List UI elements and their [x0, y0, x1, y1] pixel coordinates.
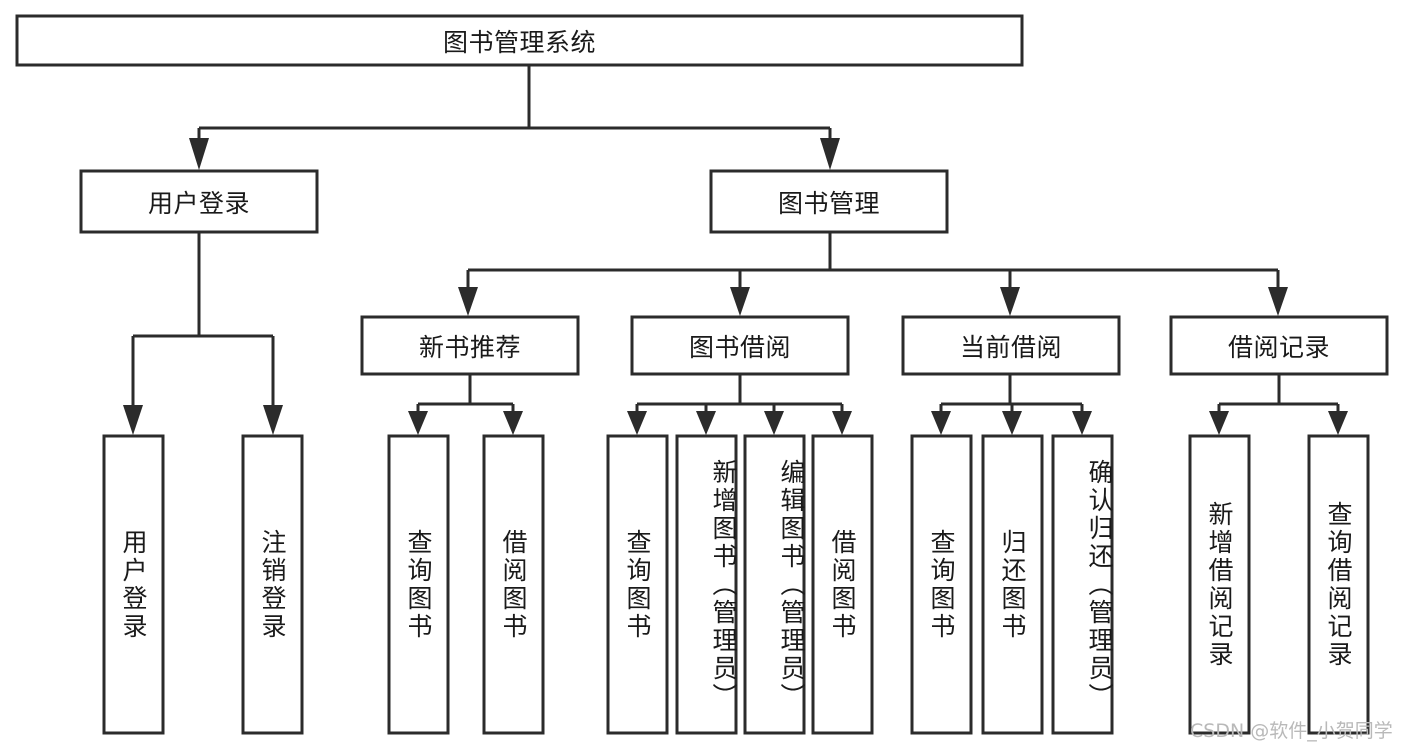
arrow-head-new-book-rec: [458, 287, 478, 316]
connector-borrow-record-to-leaves: [1209, 374, 1348, 435]
arrow-head-leaf-query-book-3: [931, 411, 951, 435]
connector-root-to-level2: [189, 65, 840, 170]
node-box-leaf-query-book-3[interactable]: [910, 434, 973, 735]
node-box-leaf-borrow-book-1[interactable]: [482, 434, 545, 735]
arrow-head-leaf-borrow-book-1: [503, 411, 523, 435]
arrow-head-leaf-user-login: [123, 405, 143, 435]
connector-new-book-rec-to-leaves: [408, 374, 523, 435]
connector-current-borrow-to-leaves: [931, 374, 1092, 435]
node-box-leaf-edit-book[interactable]: [743, 434, 806, 735]
node-box-leaf-query-book-1[interactable]: [387, 434, 450, 735]
node-box-book-manage[interactable]: [709, 169, 949, 234]
arrow-head-leaf-query-book-2: [627, 411, 647, 435]
node-box-leaf-query-book-2[interactable]: [606, 434, 669, 735]
node-box-leaf-user-login[interactable]: [102, 434, 165, 735]
arrow-head-leaf-return-book: [1002, 411, 1022, 435]
arrow-head-user-login: [189, 138, 209, 170]
arrow-head-leaf-query-book-1: [408, 411, 428, 435]
node-box-current-borrow[interactable]: [901, 315, 1121, 376]
csdn-watermark: CSDN @软件_小贺同学: [1190, 720, 1393, 742]
arrow-head-leaf-borrow-book-2: [832, 411, 852, 435]
connector-user-login-to-leaves: [123, 232, 283, 435]
connector-book-manage-to-level3: [458, 232, 1288, 316]
node-box-leaf-query-record[interactable]: [1307, 434, 1370, 735]
node-box-user-login[interactable]: [79, 169, 319, 234]
arrow-head-book-manage: [820, 138, 840, 170]
node-box-root[interactable]: [15, 14, 1024, 67]
connector-book-borrow-to-leaves: [627, 374, 852, 435]
node-box-leaf-return-book[interactable]: [981, 434, 1044, 735]
node-box-leaf-confirm-return[interactable]: [1051, 434, 1114, 735]
arrow-head-leaf-edit-book: [764, 411, 784, 435]
node-box-book-borrow[interactable]: [630, 315, 850, 376]
arrow-head-book-borrow: [730, 287, 750, 316]
node-box-leaf-add-record[interactable]: [1188, 434, 1251, 735]
arrow-head-leaf-add-record: [1209, 411, 1229, 435]
node-box-borrow-record[interactable]: [1169, 315, 1389, 376]
node-box-leaf-add-book[interactable]: [675, 434, 738, 735]
node-box-leaf-borrow-book-2[interactable]: [811, 434, 874, 735]
node-box-new-book-rec[interactable]: [360, 315, 580, 376]
node-box-leaf-logout[interactable]: [241, 434, 304, 735]
arrow-head-leaf-query-record: [1328, 411, 1348, 435]
arrow-head-leaf-logout: [263, 405, 283, 435]
arrow-head-borrow-record: [1268, 287, 1288, 316]
arrow-head-current-borrow: [1000, 287, 1020, 316]
arrow-head-leaf-add-book: [696, 411, 716, 435]
arrow-head-leaf-confirm-return: [1072, 411, 1092, 435]
